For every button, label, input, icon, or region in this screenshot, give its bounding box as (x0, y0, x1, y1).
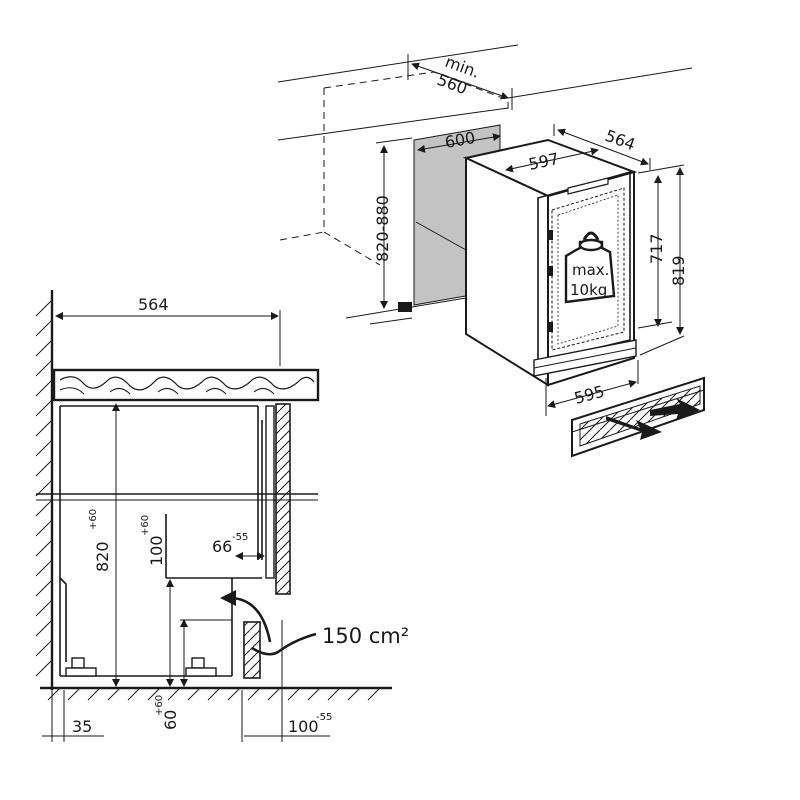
section-height-tol: +60 (88, 509, 99, 530)
gap-value: 66 (212, 537, 232, 556)
niche-height-value: 820-880 (373, 195, 392, 262)
iso-view: min. 560 600 820-880 (277, 44, 705, 458)
niche-foot (398, 302, 412, 312)
wall-gap-value: 35 (72, 717, 92, 736)
plinth-tol: +60 (140, 515, 151, 536)
section-depth-value: 564 (138, 295, 169, 314)
plinth-section (243, 621, 261, 679)
dim-wall-gap: 35 (42, 690, 104, 742)
dim-niche-height: 820-880 (345, 137, 467, 325)
section-view: 150 cm² 564 820 +60 100 +60 66 -55 (35, 290, 409, 742)
plinth-value: 100 (147, 535, 166, 566)
front-gap-value: 100 (288, 717, 319, 736)
airflow-in-arrow (606, 416, 662, 440)
worktop (52, 368, 320, 402)
vent-area-label: 150 cm² (322, 624, 409, 648)
airflow-out-arrow (650, 398, 700, 420)
dim-front-gap: 100 -55 (241, 620, 332, 742)
plinth-grille (571, 376, 705, 458)
dim-section-depth: 564 (55, 295, 281, 366)
dim-niche-depth: min. 560 (407, 52, 513, 110)
door-panel (265, 403, 291, 595)
airflow-section: 150 cm² (220, 590, 409, 656)
appliance-depth-value: 564 (603, 126, 638, 154)
worktop-lines (277, 44, 693, 141)
dim-gap: 66 -55 (212, 532, 265, 560)
appliance-height-value: 819 (669, 255, 688, 286)
foot-height-value: 60 (161, 710, 180, 730)
max-load-line2: 10kg (570, 281, 607, 299)
dim-foot: 60 +60 (154, 619, 232, 730)
dim-appliance-heights: 717 819 (637, 164, 688, 356)
section-height-value: 820 (93, 541, 112, 572)
max-load-line1: max. (572, 261, 609, 279)
foot-tol: +60 (154, 695, 165, 716)
dim-section-height: 820 +60 (88, 403, 120, 687)
max-load-weight-icon: max. 10kg (564, 231, 616, 304)
dim-plinth: 100 +60 (140, 515, 174, 687)
wall (35, 290, 54, 690)
gap-tol: -55 (232, 532, 248, 543)
appliance-width-bottom-value: 595 (572, 382, 606, 408)
feet (65, 657, 217, 677)
floor (40, 686, 392, 701)
front-gap-tol: -55 (316, 712, 332, 723)
appliance-height-inner-value: 717 (647, 233, 666, 264)
